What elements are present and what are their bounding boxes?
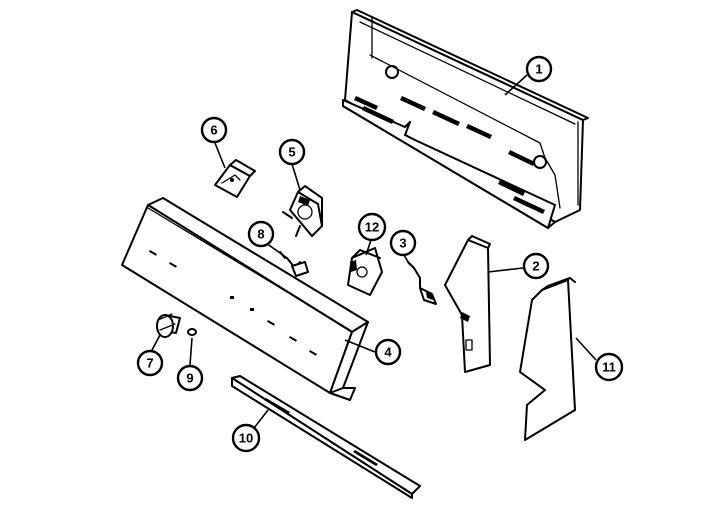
part-6-control-block bbox=[214, 159, 256, 198]
part-11-end-cap bbox=[519, 277, 576, 441]
callout-3-label: 3 bbox=[399, 236, 406, 251]
callout-8: 8 bbox=[247, 220, 275, 248]
part-3-wire-harness bbox=[407, 261, 437, 305]
part-5-switch bbox=[282, 185, 323, 237]
callout-9: 9 bbox=[176, 364, 204, 392]
callout-11: 11 bbox=[594, 352, 624, 382]
callout-1-label: 1 bbox=[535, 62, 542, 77]
part-2-side-trim bbox=[444, 235, 491, 373]
callout-5-label: 5 bbox=[288, 145, 295, 160]
callout-7-label: 7 bbox=[146, 356, 153, 371]
callout-2-label: 2 bbox=[532, 259, 539, 274]
part-9-spring-clip bbox=[187, 328, 197, 336]
callout-12-label: 12 bbox=[365, 220, 379, 235]
callout-3: 3 bbox=[389, 229, 417, 257]
callout-7: 7 bbox=[136, 349, 164, 377]
callout-5: 5 bbox=[278, 138, 306, 166]
callout-9-label: 9 bbox=[186, 371, 193, 386]
part-12-switch bbox=[347, 247, 383, 296]
leader-lines bbox=[151, 74, 597, 429]
part-7-knob bbox=[156, 313, 181, 338]
part-10-trim-strip bbox=[231, 375, 421, 499]
callout-2: 2 bbox=[522, 252, 550, 280]
callout-12: 12 bbox=[357, 212, 387, 242]
callout-8-label: 8 bbox=[257, 227, 264, 242]
callout-1: 1 bbox=[525, 55, 553, 83]
callout-11-label: 11 bbox=[602, 360, 616, 375]
callout-6-label: 6 bbox=[210, 123, 217, 138]
callout-10-label: 10 bbox=[239, 431, 253, 446]
callout-10: 10 bbox=[231, 423, 261, 453]
part-1-rear-panel bbox=[342, 9, 589, 229]
callout-6: 6 bbox=[200, 116, 228, 144]
part-4-control-panel bbox=[121, 197, 369, 401]
callout-4-label: 4 bbox=[384, 345, 392, 360]
callout-4: 4 bbox=[374, 338, 402, 366]
